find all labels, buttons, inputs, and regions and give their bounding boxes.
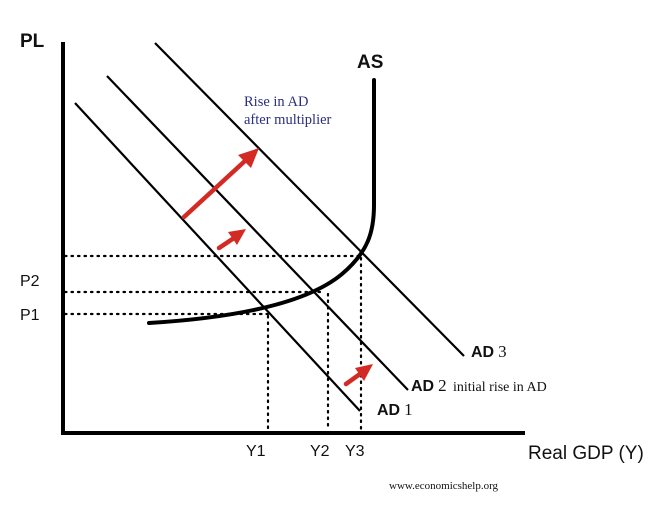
as-curve [147, 78, 376, 325]
ad1-label-prefix: AD [377, 402, 400, 419]
ad3-label: AD 3 [471, 342, 507, 361]
ad3-label-number: 3 [498, 342, 507, 361]
ad2-label-number: 2 [438, 376, 447, 395]
multiplier-shift-arrow [181, 148, 259, 220]
y1-label: Y1 [246, 443, 266, 460]
p1-label: P1 [20, 307, 40, 324]
ad2-note: initial rise in AD [453, 380, 547, 395]
source-credit: www.economicshelp.org [389, 480, 499, 492]
ad2-label: AD 2 [411, 376, 447, 395]
y2-label: Y2 [310, 443, 330, 460]
annotation-line-1: Rise in AD [244, 94, 308, 110]
ad3-curve [154, 42, 465, 357]
ad3-label-prefix: AD [471, 344, 494, 361]
guide-lines [63, 254, 363, 432]
annotation-line-2: after multiplier [244, 112, 332, 128]
y-axis-label: PL [20, 31, 45, 52]
ad2-curve [106, 75, 409, 391]
initial-shift-arrow [216, 229, 246, 251]
axes [61, 42, 525, 435]
ad2-label-prefix: AD [411, 378, 434, 395]
ad1-curve [74, 102, 361, 412]
ad1-label: AD 1 [377, 400, 413, 419]
as-label: AS [357, 52, 383, 73]
lower-shift-arrow [343, 364, 373, 387]
x-axis-label: Real GDP (Y) [528, 443, 644, 464]
ad1-label-number: 1 [404, 400, 413, 419]
y3-label: Y3 [345, 443, 365, 460]
p2-label: P2 [20, 273, 40, 290]
